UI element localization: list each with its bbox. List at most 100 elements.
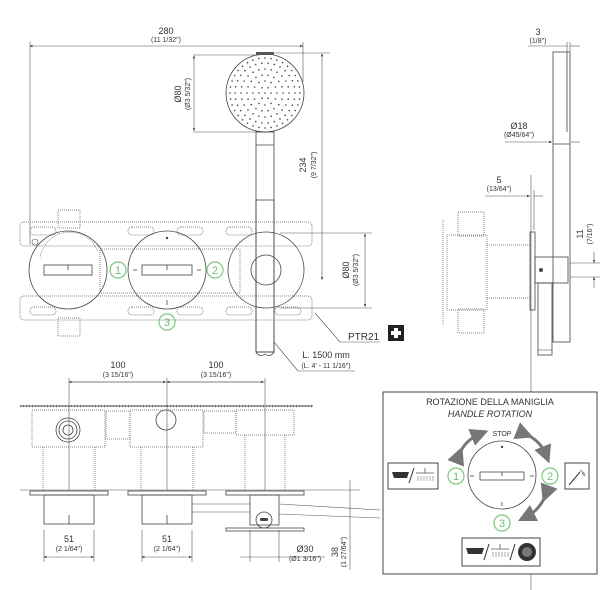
nozzle-dot bbox=[231, 80, 233, 82]
handle-diameter-mm: Ø18 bbox=[510, 121, 527, 131]
nozzle-dot bbox=[293, 98, 296, 101]
outlet-depth-mm: 38 bbox=[330, 547, 340, 557]
svg-text:1: 1 bbox=[115, 265, 121, 277]
nozzle-dot bbox=[239, 109, 242, 112]
nozzle-dot bbox=[286, 119, 289, 121]
nozzle-dot bbox=[249, 118, 251, 120]
nozzle-dot bbox=[264, 92, 266, 94]
spacing-1-inch: (3 15/16") bbox=[103, 372, 134, 379]
shower-holder-rosette bbox=[227, 231, 305, 309]
nozzle-dot bbox=[244, 114, 246, 117]
body-1-mm: 51 bbox=[64, 534, 74, 544]
nozzle-dot bbox=[254, 63, 257, 66]
nozzle-dot bbox=[261, 109, 263, 112]
front-view: 280 (11 1/32") Ø80 (Ø3 5/32") 234 (9 7/3… bbox=[19, 26, 404, 372]
nozzle-dot bbox=[233, 109, 236, 112]
plate-offset-inch: (13/64") bbox=[487, 186, 512, 193]
height-dim-inch: (9 7/32") bbox=[311, 152, 318, 179]
svg-text:2: 2 bbox=[212, 265, 218, 277]
nozzle-dot bbox=[240, 92, 242, 94]
nozzle-dot bbox=[267, 97, 269, 99]
nozzle-dot bbox=[291, 79, 294, 82]
nozzle-dot bbox=[252, 112, 254, 115]
nozzle-dot bbox=[254, 120, 257, 123]
bathtub-showerhead-icon bbox=[387, 462, 439, 490]
nozzle-dot bbox=[276, 125, 278, 127]
nozzle-dot bbox=[229, 92, 231, 94]
hose-length-inch: (L. 4' - 11 1/16") bbox=[301, 363, 350, 370]
height-dim-mm: 234 bbox=[298, 157, 308, 172]
nozzle-dot bbox=[281, 86, 283, 88]
nozzle-dot bbox=[270, 81, 272, 84]
nozzle-dot bbox=[281, 98, 283, 100]
body-1-inch: (2 1/64") bbox=[56, 546, 83, 553]
nozzle-dot bbox=[255, 107, 257, 110]
nozzle-dot bbox=[264, 68, 266, 70]
nozzle-dot bbox=[291, 69, 293, 72]
part-code: PTR21 bbox=[348, 332, 380, 343]
nozzle-dot bbox=[267, 74, 269, 77]
nozzle-dot bbox=[287, 85, 289, 88]
nozzle-dot bbox=[257, 115, 260, 117]
mounting-plate-top bbox=[19, 221, 313, 247]
diverter-knob bbox=[127, 230, 207, 310]
nozzle-dot bbox=[264, 57, 266, 59]
nozzle-dot bbox=[258, 126, 260, 129]
stop-label: STOP bbox=[493, 431, 512, 438]
nozzle-dot bbox=[298, 86, 301, 88]
rotation-subtitle: HANDLE ROTATION bbox=[448, 409, 533, 419]
nozzle-dot bbox=[298, 98, 301, 100]
nozzle-dot bbox=[241, 98, 243, 101]
nozzle-dot bbox=[255, 76, 257, 79]
nozzle-dot bbox=[267, 87, 269, 89]
nozzle-dot bbox=[246, 61, 249, 64]
nozzle-dot bbox=[270, 92, 272, 94]
outlet-diameter-inch: (Ø1 3/16") bbox=[289, 556, 321, 563]
nozzle-dot bbox=[270, 126, 272, 129]
nozzle-dot bbox=[261, 97, 263, 99]
rotate-arrow-1 bbox=[447, 428, 489, 467]
nozzle-dot bbox=[258, 81, 260, 84]
nozzle-dot bbox=[288, 109, 291, 112]
nozzle-dot bbox=[258, 102, 260, 105]
nozzle-dot bbox=[276, 92, 278, 94]
spacing-2-inch: (3 15/16") bbox=[201, 372, 232, 379]
nozzle-dot bbox=[261, 74, 263, 77]
nozzle-dot bbox=[229, 98, 232, 100]
nozzle-dot bbox=[270, 69, 273, 71]
nozzle-dot bbox=[282, 92, 284, 94]
nozzle-dot bbox=[237, 114, 239, 117]
nozzle-dot bbox=[276, 112, 278, 115]
rotate-arrow-2 bbox=[513, 422, 552, 464]
nozzle-dot bbox=[234, 98, 237, 101]
hose-length-mm: L. 1500 mm bbox=[302, 350, 350, 360]
shower-nozzles bbox=[229, 57, 301, 129]
nozzle-dot bbox=[250, 103, 253, 106]
nozzle-dot bbox=[277, 80, 280, 83]
nozzle-dot bbox=[276, 71, 278, 74]
nozzle-dot bbox=[244, 69, 246, 72]
nozzle-dot bbox=[247, 75, 249, 77]
nozzle-dot bbox=[279, 66, 281, 68]
thermostat-knob bbox=[28, 230, 108, 310]
nozzle-dot bbox=[264, 116, 266, 118]
nozzle-dot bbox=[284, 80, 287, 82]
nozzle-dot bbox=[297, 80, 299, 82]
thickness-inch: (1/8") bbox=[530, 38, 547, 45]
nozzle-dot bbox=[279, 118, 281, 120]
nozzle-dot bbox=[299, 92, 301, 94]
nozzle-dot bbox=[247, 86, 249, 88]
svg-text:3: 3 bbox=[499, 518, 505, 530]
nozzle-dot bbox=[241, 119, 244, 121]
nozzle-dot bbox=[233, 74, 236, 77]
nozzle-dot bbox=[287, 98, 289, 101]
nozzle-dot bbox=[293, 85, 296, 88]
nozzle-dot bbox=[284, 114, 286, 117]
nozzle-dot bbox=[243, 104, 246, 106]
position-3-marker bbox=[158, 313, 176, 331]
nozzle-dot bbox=[231, 104, 233, 106]
nozzle-dot bbox=[252, 125, 254, 127]
nozzle-dot bbox=[284, 69, 286, 72]
nozzle-dot bbox=[243, 80, 246, 82]
